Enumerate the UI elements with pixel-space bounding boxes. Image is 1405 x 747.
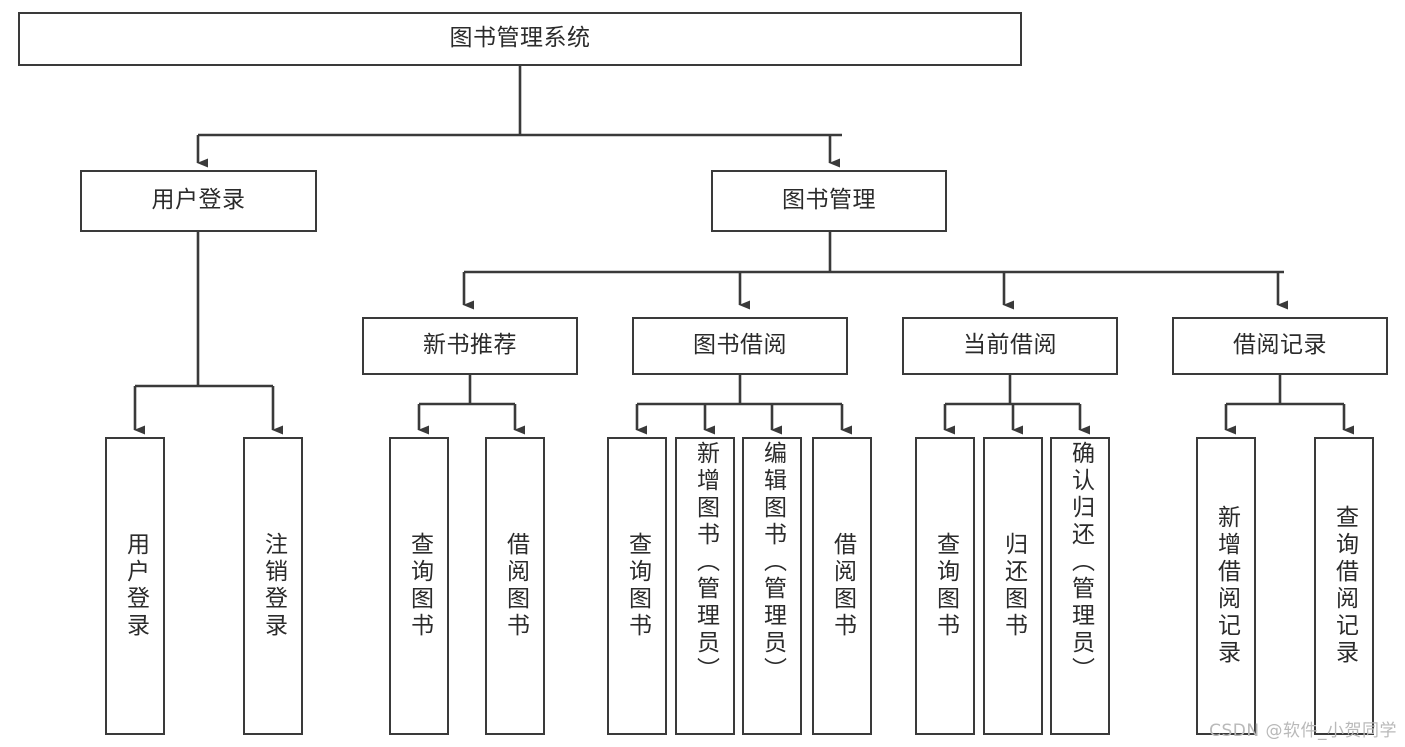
- node-leaf-borrow-book-1[interactable]: 借阅图书: [485, 437, 545, 735]
- node-label: 用户登录: [122, 532, 149, 640]
- node-leaf-query-book-3[interactable]: 查询图书: [915, 437, 975, 735]
- node-new-book-recommendation[interactable]: 新书推荐: [362, 317, 578, 375]
- node-leaf-add-borrow-record[interactable]: 新增借阅记录: [1196, 437, 1256, 735]
- node-label: 图书管理: [782, 187, 876, 214]
- node-current-borrow[interactable]: 当前借阅: [902, 317, 1118, 375]
- node-book-management[interactable]: 图书管理: [711, 170, 947, 232]
- node-label: 新增借阅记录: [1213, 505, 1240, 667]
- node-label: 查询图书: [932, 532, 959, 640]
- node-borrow-record[interactable]: 借阅记录: [1172, 317, 1388, 375]
- node-leaf-query-borrow-record[interactable]: 查询借阅记录: [1314, 437, 1374, 735]
- node-label: 当前借阅: [963, 332, 1057, 359]
- node-label: 借阅记录: [1233, 332, 1327, 359]
- node-leaf-add-book[interactable]: 新增图书（管理员）: [675, 437, 735, 735]
- node-leaf-logout[interactable]: 注销登录: [243, 437, 303, 735]
- node-label: 注销登录: [260, 532, 287, 640]
- node-root-book-management-system[interactable]: 图书管理系统: [18, 12, 1022, 66]
- node-book-borrow[interactable]: 图书借阅: [632, 317, 848, 375]
- node-user-login[interactable]: 用户登录: [80, 170, 317, 232]
- node-label: 查询图书: [406, 532, 433, 640]
- node-leaf-edit-book[interactable]: 编辑图书（管理员）: [742, 437, 802, 735]
- node-label: 借阅图书: [502, 532, 529, 640]
- node-leaf-user-login[interactable]: 用户登录: [105, 437, 165, 735]
- node-label: 编辑图书（管理员）: [759, 441, 786, 684]
- node-leaf-query-book-1[interactable]: 查询图书: [389, 437, 449, 735]
- node-label: 借阅图书: [829, 532, 856, 640]
- node-leaf-confirm-return[interactable]: 确认归还（管理员）: [1050, 437, 1110, 735]
- node-label: 新增图书（管理员）: [692, 441, 719, 684]
- node-leaf-query-book-2[interactable]: 查询图书: [607, 437, 667, 735]
- node-label: 图书管理系统: [449, 25, 591, 52]
- node-label: 新书推荐: [423, 332, 517, 359]
- node-label: 确认归还（管理员）: [1067, 441, 1094, 684]
- node-label: 查询图书: [624, 532, 651, 640]
- csdn-watermark: CSDN @软件_小贺同学: [1209, 721, 1397, 741]
- node-label: 图书借阅: [693, 332, 787, 359]
- node-label: 查询借阅记录: [1331, 505, 1358, 667]
- node-leaf-borrow-book-2[interactable]: 借阅图书: [812, 437, 872, 735]
- node-leaf-return-book[interactable]: 归还图书: [983, 437, 1043, 735]
- node-label: 归还图书: [1000, 532, 1027, 640]
- node-label: 用户登录: [151, 187, 246, 214]
